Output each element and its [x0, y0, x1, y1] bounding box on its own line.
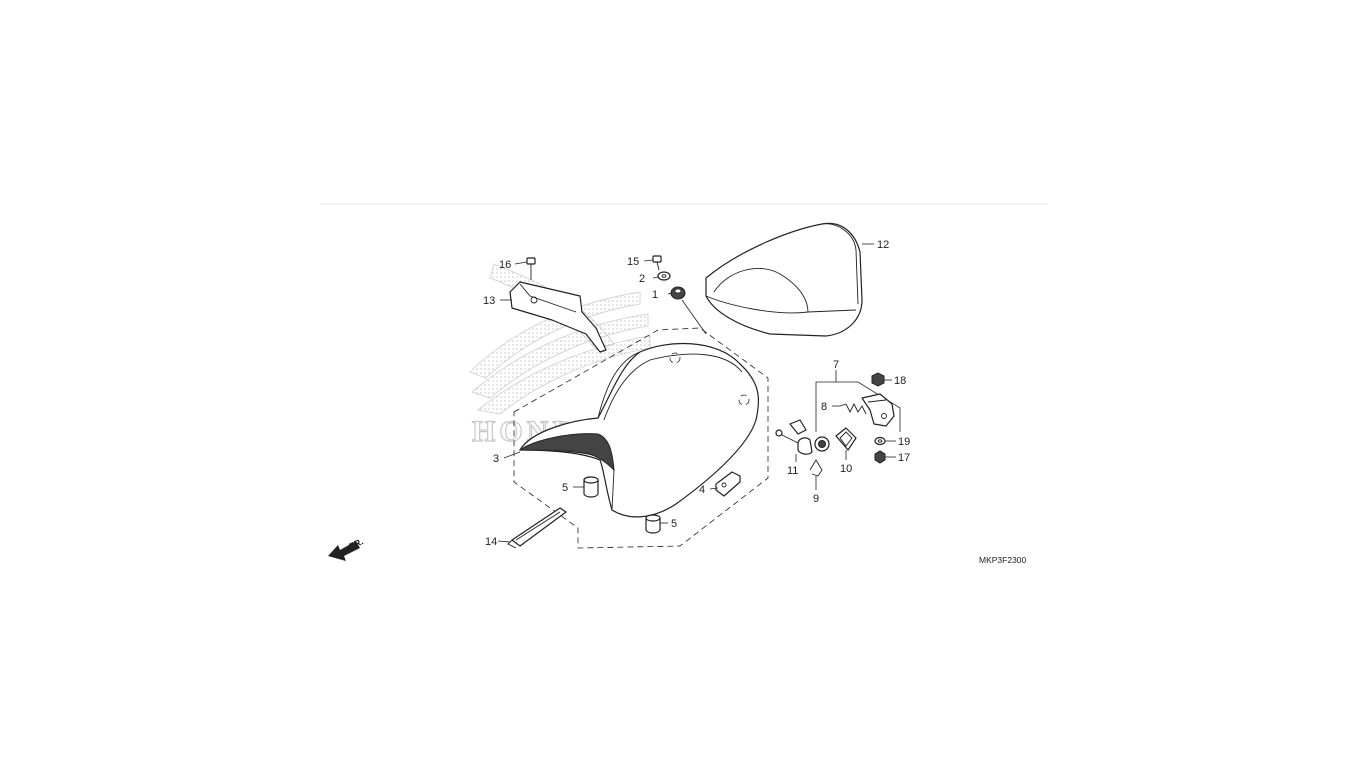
leader-lines [497, 243, 896, 543]
callout-19: 19 [898, 436, 910, 448]
callout-18: 18 [894, 375, 906, 387]
part-7-latch [861, 393, 895, 427]
callout-8: 8 [821, 401, 827, 413]
callout-16: 16 [499, 259, 511, 271]
part-18-nut [871, 372, 885, 387]
part-9-clip [809, 459, 823, 477]
part-1-grommet [670, 286, 707, 335]
callout-5-lower: 5 [671, 518, 677, 530]
part-19-washer [874, 436, 886, 446]
callout-10: 10 [840, 463, 852, 475]
front-direction-label: FR. [347, 536, 364, 551]
callout-11: 11 [787, 465, 798, 477]
part-2-washer [657, 271, 671, 281]
callout-5-upper: 5 [562, 482, 568, 494]
front-direction-arrow: FR. [328, 536, 365, 561]
part-5-cushion-upper [583, 476, 599, 498]
part-11-key-lock [775, 419, 830, 455]
part-13-bracket [509, 281, 607, 353]
callout-17: 17 [898, 452, 910, 464]
part-17-bolt [874, 450, 886, 464]
part-7-group-bracket [815, 381, 901, 432]
callout-12: 12 [877, 239, 889, 251]
seat-assembly-outline [513, 327, 769, 549]
part-15-bolt [652, 255, 662, 271]
callout-4: 4 [699, 484, 705, 496]
part-5-cushion-lower [645, 514, 661, 534]
callout-9: 9 [813, 493, 819, 505]
part-3-main-seat [518, 342, 760, 518]
callout-15: 15 [627, 256, 639, 268]
part-4-block [715, 471, 741, 497]
part-12-rear-seat [705, 222, 863, 337]
callout-7: 7 [833, 359, 839, 371]
part-10-plate [835, 427, 857, 451]
diagram-code: MKP3F2300 [979, 555, 1027, 565]
callout-3: 3 [493, 453, 499, 465]
callout-13: 13 [483, 295, 495, 307]
callout-14: 14 [485, 536, 497, 548]
part-14-strap [507, 507, 567, 549]
part-16-bolt [526, 257, 536, 280]
callout-2: 2 [639, 273, 645, 285]
part-8-spring [839, 402, 867, 415]
callout-1: 1 [652, 289, 658, 301]
